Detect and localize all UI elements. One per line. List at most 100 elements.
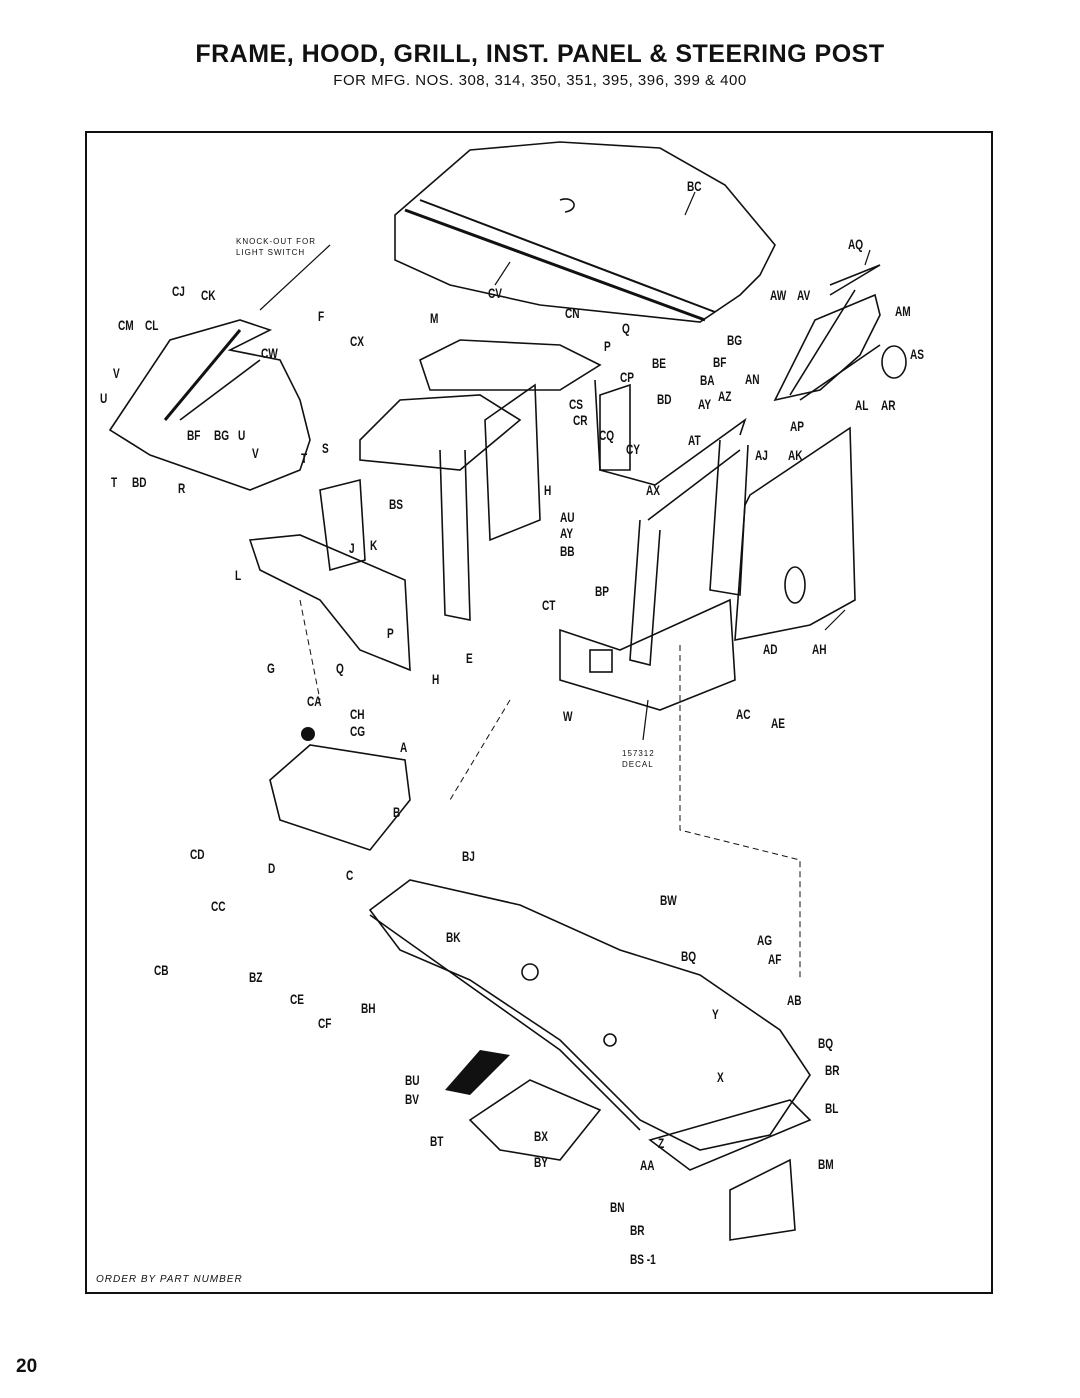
- callout-label: CP: [620, 369, 635, 385]
- callout-label: E: [466, 650, 473, 666]
- knockout-note-line2: LIGHT SWITCH: [236, 248, 306, 257]
- callout-label: G: [267, 660, 275, 676]
- callout-label: BT: [430, 1133, 444, 1149]
- callout-label: CE: [290, 991, 305, 1007]
- page-subtitle: FOR MFG. NOS. 308, 314, 350, 351, 395, 3…: [333, 72, 747, 89]
- grill: [773, 293, 881, 402]
- callout-label: P: [604, 338, 611, 354]
- callout-label: AL: [855, 397, 869, 413]
- callout-label: AY: [560, 525, 574, 541]
- callout-label: T: [111, 474, 118, 490]
- callout-label: S: [322, 440, 329, 456]
- callout-label: BU: [405, 1072, 420, 1088]
- callout-label: T: [301, 450, 308, 466]
- callout-label: CW: [261, 345, 278, 361]
- callout-label: BF: [713, 354, 727, 370]
- callout-label: BC: [687, 178, 702, 194]
- callout-label: Q: [622, 320, 630, 336]
- callout-label: AY: [698, 396, 712, 412]
- callout-label: P: [387, 625, 394, 641]
- callout-label: CG: [350, 723, 366, 739]
- callout-label: CV: [488, 285, 503, 301]
- callout-label: BG: [214, 427, 230, 443]
- callout-label: BZ: [249, 969, 263, 985]
- diagram-frame: [85, 131, 993, 1294]
- hood: [394, 141, 776, 323]
- lower-panel: [248, 534, 411, 672]
- callout-label: CF: [318, 1015, 332, 1031]
- callout-label: AB: [787, 992, 802, 1008]
- callout-label: CD: [190, 846, 205, 862]
- callout-label: A: [400, 739, 408, 755]
- callout-label: CA: [307, 693, 322, 709]
- callout-label: X: [717, 1069, 724, 1085]
- callout-label: AU: [560, 509, 575, 525]
- callout-label: BM: [818, 1156, 834, 1172]
- callout-label: U: [238, 427, 246, 443]
- callout-label: CX: [350, 333, 365, 349]
- callout-label: CC: [211, 898, 226, 914]
- callout-label: CB: [154, 962, 169, 978]
- callout-label: BR: [825, 1062, 840, 1078]
- callout-label: AT: [688, 432, 701, 448]
- callout-label: BH: [361, 1000, 376, 1016]
- callout-label: CS: [569, 396, 584, 412]
- callout-label: CL: [145, 317, 159, 333]
- callout-label: AD: [763, 641, 778, 657]
- callout-label: AP: [790, 418, 805, 434]
- callout-label: AZ: [718, 388, 732, 404]
- side-panel-left: [108, 319, 311, 491]
- callout-label: H: [544, 482, 552, 498]
- callout-label: CK: [201, 287, 216, 303]
- steering-post: [594, 379, 747, 486]
- callout-label: BA: [700, 372, 715, 388]
- callout-label: BS: [389, 496, 404, 512]
- order-note: ORDER BY PART NUMBER: [96, 1274, 243, 1285]
- callout-label: AA: [640, 1157, 655, 1173]
- callout-label: CN: [565, 305, 580, 321]
- callout-label: AG: [757, 932, 773, 948]
- callout-label: AK: [788, 447, 803, 463]
- callout-label: AM: [895, 303, 911, 319]
- callout-label: AC: [736, 706, 751, 722]
- callout-label: L: [235, 567, 242, 583]
- callout-label: Y: [712, 1006, 719, 1022]
- callout-label: W: [563, 708, 573, 724]
- callout-label: AH: [812, 641, 827, 657]
- callout-label: CH: [350, 706, 365, 722]
- callout-label: BE: [652, 355, 667, 371]
- callout-label: D: [268, 860, 276, 876]
- callout-label: BD: [132, 474, 147, 490]
- callout-label: BV: [405, 1091, 420, 1107]
- callout-label: Z: [658, 1135, 665, 1151]
- callout-label: AV: [797, 287, 811, 303]
- page-title: FRAME, HOOD, GRILL, INST. PANEL & STEERI…: [195, 40, 885, 68]
- decal-part-number: 157312: [622, 749, 655, 758]
- callout-label: BD: [657, 391, 672, 407]
- knockout-note-line1: KNOCK-OUT FOR: [236, 237, 316, 246]
- callout-label: BR: [630, 1222, 645, 1238]
- callout-label: R: [178, 480, 186, 496]
- callout-label: BB: [560, 543, 575, 559]
- callout-label: CT: [542, 597, 556, 613]
- callout-label: BY: [534, 1154, 549, 1170]
- callout-label: BP: [595, 583, 610, 599]
- callout-label: AW: [770, 287, 787, 303]
- callout-label: AR: [881, 397, 896, 413]
- callout-label: BL: [825, 1100, 839, 1116]
- main-frame: [368, 879, 811, 1151]
- callout-label: C: [346, 867, 354, 883]
- callout-label: U: [100, 390, 108, 406]
- callout-label: CJ: [172, 283, 185, 299]
- callout-label: BX: [534, 1128, 549, 1144]
- knockout-note: KNOCK-OUT FOR LIGHT SWITCH: [236, 236, 316, 258]
- callout-label: B: [393, 804, 401, 820]
- callout-label: J: [349, 540, 355, 556]
- instrument-panel: [359, 394, 522, 471]
- callout-label: Q: [336, 660, 344, 676]
- callout-label: AJ: [755, 447, 768, 463]
- battery-tray: [269, 744, 411, 851]
- callout-label: BG: [727, 332, 743, 348]
- callout-label: BS -1: [630, 1251, 656, 1267]
